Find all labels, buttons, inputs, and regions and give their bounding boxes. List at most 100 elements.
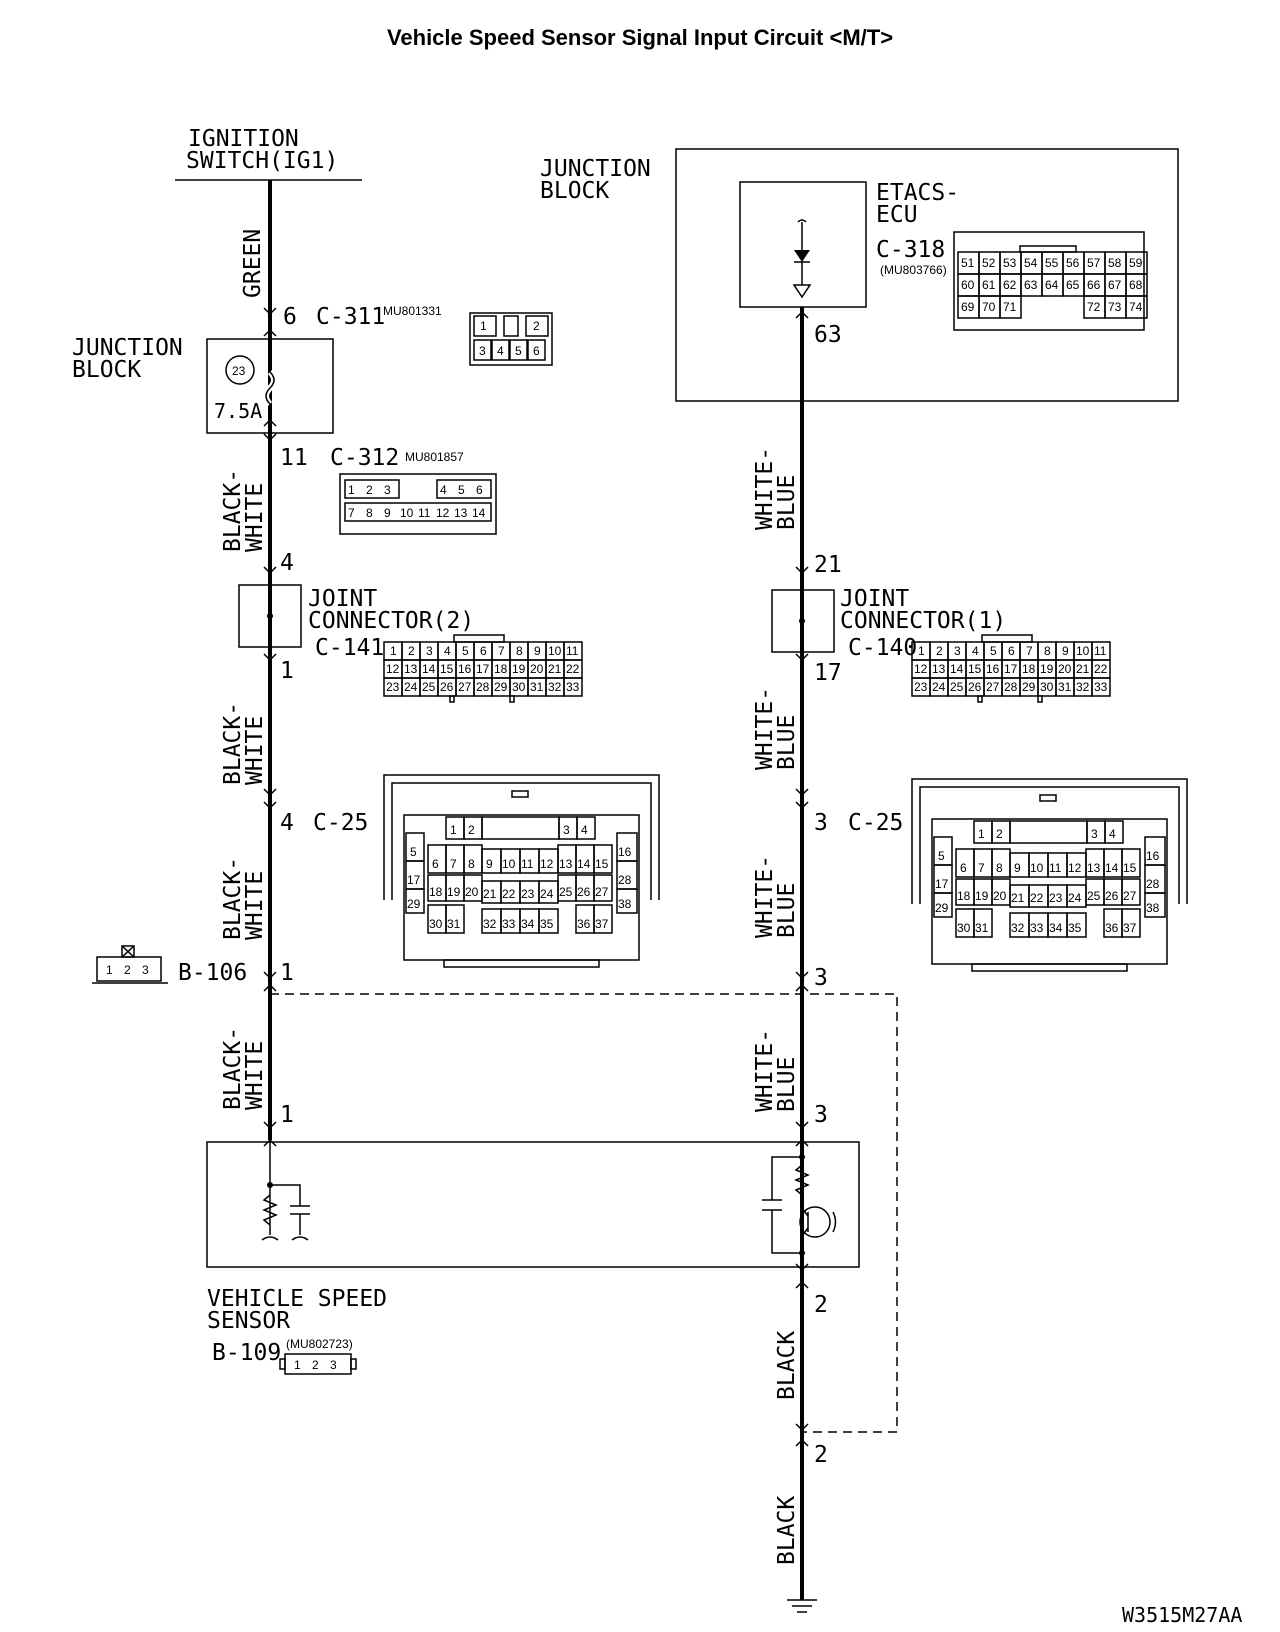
c25-left-pin-19: 19 [447,885,461,899]
sensor-left-pin: 1 [280,1102,294,1128]
c312-pin-11: 11 [418,506,431,520]
chevron-marker-13 [795,566,809,575]
c25-right-pin-36: 36 [1105,921,1119,935]
b106-label: B-106 [178,960,247,986]
jc1-grid-pin-7: 7 [1026,644,1033,658]
c25-right-pin-34: 34 [1049,921,1063,935]
c318-pin-59: 59 [1129,256,1143,270]
fuse-number: 23 [232,364,246,378]
c25-left-pin-33: 33 [502,917,516,931]
c318-pin-68: 68 [1129,278,1143,292]
jc2-grid-pin-20: 20 [530,662,544,676]
c312-pin-3: 3 [384,483,391,497]
jc2-grid-pin-2: 2 [408,644,415,658]
jc2-grid-pin-31: 31 [530,680,544,694]
c25-left-pin-8: 8 [468,857,475,871]
jc2-grid-pin-4: 4 [444,644,451,658]
jc1-grid-pin-16: 16 [986,662,1000,676]
c312-pin-6: 6 [476,483,483,497]
jc1-grid-pin-6: 6 [1008,644,1015,658]
wire-color-black-2: BLACK [774,1496,800,1565]
c312-part-number: MU801857 [405,450,464,464]
c25-right-pin-28: 28 [1146,877,1160,891]
c25-right-pin-1: 1 [978,827,985,841]
c25-right-pin-12: 12 [1068,861,1082,875]
c318-part-number: (MU803766) [880,263,947,277]
c311-pin-3: 3 [479,344,486,358]
jc2-grid-pin-29: 29 [494,680,508,694]
c25-right-pin-31: 31 [975,921,989,935]
jc1-pin-bottom: 17 [814,660,842,686]
jc2-grid-pin-14: 14 [422,662,436,676]
sensor-right-pin-bottom: 2 [814,1292,828,1318]
c25-left-pin-26: 26 [577,885,591,899]
c318-label: C-318 [876,237,945,263]
chevron-marker-17 [795,971,809,980]
c25-left-pin-24: 24 [540,887,554,901]
sensor-right-pin-top: 3 [814,1102,828,1128]
c25-left-pin-11: 11 [521,857,534,871]
c25-right-pin-24: 24 [1068,891,1082,905]
chevron-marker-18 [795,983,809,992]
transistor-icon [762,1154,837,1256]
jc2-grid-pin-25: 25 [422,680,436,694]
c25-right-pin-23: 23 [1049,891,1063,905]
chevron-marker-7 [263,801,277,810]
c318-pin-57: 57 [1087,256,1101,270]
c318-pin-62: 62 [1003,278,1017,292]
b106-pin-3: 3 [142,963,149,977]
c318-pin-53: 53 [1003,256,1017,270]
jc1-grid-pin-21: 21 [1076,662,1090,676]
junction-block-right-label-1: JUNCTION [540,156,651,182]
c25-left-pin-6: 6 [432,857,439,871]
jc2-grid-pin-17: 17 [476,662,490,676]
c312-pin-10: 10 [400,506,414,520]
fuse-number-circle [225,355,255,385]
jc1-grid-pin-25: 25 [950,680,964,694]
jc2-grid-pin-13: 13 [404,662,418,676]
c318-pin-58: 58 [1108,256,1122,270]
c318-pin-70: 70 [982,300,996,314]
c312-connector-face: 1 2 3 4 5 6 7 8 9 10 11 12 13 14 [339,473,497,535]
jc1-grid-pin-29: 29 [1022,680,1036,694]
chevron-marker-12 [795,310,809,319]
c25-left-pin-15: 15 [595,857,609,871]
wire-color-green: GREEN [240,229,266,298]
jc1-grid-pin-28: 28 [1004,680,1018,694]
c318-pin-55: 55 [1045,256,1059,270]
wire-color-bw-1b: WHITE [242,483,268,552]
c25-left-pin-5: 5 [410,845,417,859]
wire-color-wb-1b: BLUE [774,475,800,530]
ground-pin: 2 [814,1442,828,1468]
jc1-grid-pin-12: 12 [914,662,928,676]
c318-pin-61: 61 [982,278,996,292]
c25-right-pin-5: 5 [938,849,945,863]
c312-pin-14: 14 [472,506,486,520]
c25-right-pin-9: 9 [1014,861,1021,875]
c25-left-pin-28: 28 [618,873,632,887]
c318-pin-60: 60 [961,278,975,292]
jc2-grid-pin-27: 27 [458,680,472,694]
shield-pin: 3 [814,965,828,991]
c25-right-pin-3: 3 [1091,827,1098,841]
jc1-grid-pin-26: 26 [968,680,982,694]
c25-left-pin: 4 [280,810,294,836]
chevron-marker-3 [263,418,277,427]
c25-left-pin-21: 21 [483,887,497,901]
b109-pin-2: 2 [312,1358,319,1372]
c312-pin-7: 7 [348,506,355,520]
joint-connector-1 [771,589,835,653]
c318-pin-52: 52 [982,256,996,270]
c25-right-pin-22: 22 [1030,891,1044,905]
c25-right-pin-21: 21 [1011,891,1025,905]
chevron-marker-15 [795,788,809,797]
jc2-grid-pin-23: 23 [386,680,400,694]
junction-block-left-label-2: BLOCK [72,357,141,383]
jc1-grid-pin-27: 27 [986,680,1000,694]
chevron-marker-19 [795,1121,809,1130]
jc2-grid-pin-28: 28 [476,680,490,694]
wire-color-bw-4b: WHITE [242,1041,268,1110]
jc2-pin-bottom: 1 [280,658,294,684]
junction-block-right-label-2: BLOCK [540,178,609,204]
